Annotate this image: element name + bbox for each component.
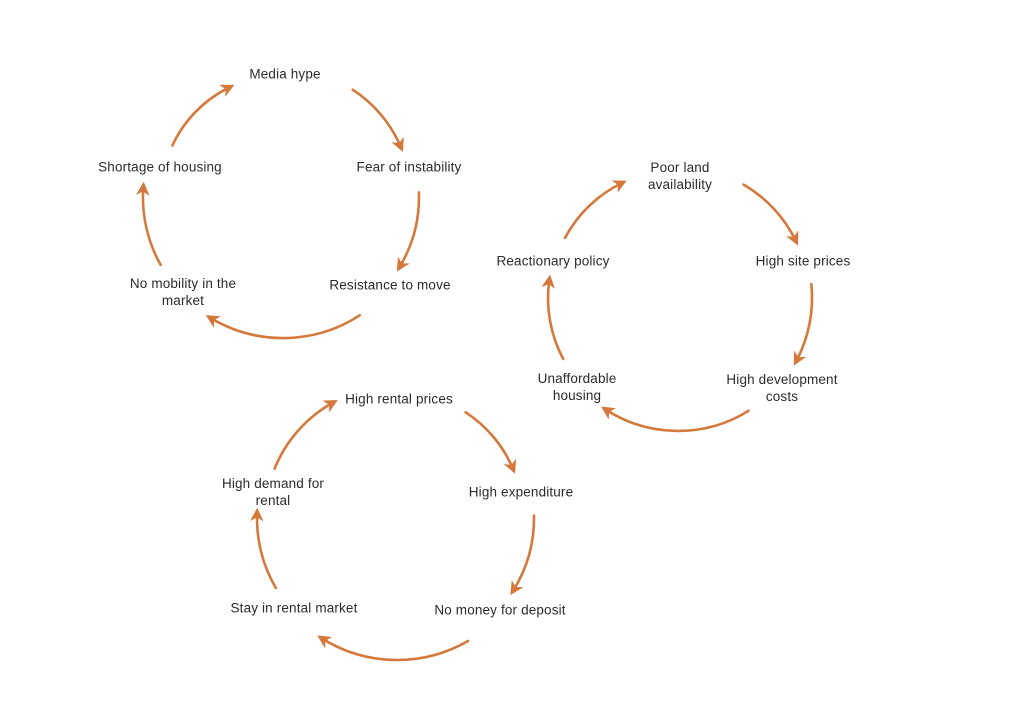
unaffordable-housing-loop — [541, 180, 814, 433]
node-unaffordable-housing: Unaffordable housing — [537, 371, 617, 403]
fear-of-instability-loop — [135, 84, 421, 340]
node-stay-in-rental-market: Stay in rental market — [230, 600, 358, 616]
arrow-no-money-for-deposit-to-stay-in-rental-market — [317, 635, 470, 662]
arrow-stay-in-rental-market-to-high-demand-for-rental — [250, 507, 278, 590]
node-high-development-costs: High development costs — [726, 372, 838, 404]
arrow-high-demand-for-rental-to-high-rental-prices — [273, 399, 338, 470]
arrow-fear-of-instability-to-resistance-to-move — [396, 191, 421, 272]
rental-market-trap-loop — [250, 399, 536, 662]
arrow-high-development-costs-to-unaffordable-housing — [601, 406, 750, 433]
arrow-shortage-of-housing-to-media-hype — [171, 84, 235, 147]
arrow-media-hype-to-fear-of-instability — [351, 88, 404, 152]
arrow-unaffordable-housing-to-reactionary-policy — [541, 274, 565, 361]
node-shortage-of-housing: Shortage of housing — [98, 159, 222, 175]
node-high-rental-prices: High rental prices — [345, 391, 453, 407]
node-high-demand-for-rental: High demand for rental — [221, 476, 325, 508]
arrow-reactionary-policy-to-poor-land-availability — [563, 180, 627, 240]
arrow-high-site-prices-to-high-development-costs — [793, 282, 814, 366]
node-fear-of-instability: Fear of instability — [356, 159, 462, 175]
node-media-hype: Media hype — [249, 66, 321, 82]
node-high-expenditure: High expenditure — [468, 484, 574, 500]
node-high-site-prices: High site prices — [755, 253, 851, 269]
arrow-high-expenditure-to-no-money-for-deposit — [510, 514, 536, 596]
node-poor-land-availability: Poor land availability — [647, 160, 713, 192]
arrow-no-mobility-in-the-market-to-shortage-of-housing — [135, 181, 162, 267]
node-reactionary-policy: Reactionary policy — [496, 253, 610, 269]
arrow-poor-land-availability-to-high-site-prices — [742, 183, 799, 246]
arrow-high-rental-prices-to-high-expenditure — [464, 411, 517, 474]
node-no-mobility-in-the-market: No mobility in the market — [129, 276, 237, 308]
node-no-money-for-deposit: No money for deposit — [434, 602, 566, 618]
node-resistance-to-move: Resistance to move — [329, 277, 451, 293]
arrow-resistance-to-move-to-no-mobility-in-the-market — [205, 314, 362, 340]
